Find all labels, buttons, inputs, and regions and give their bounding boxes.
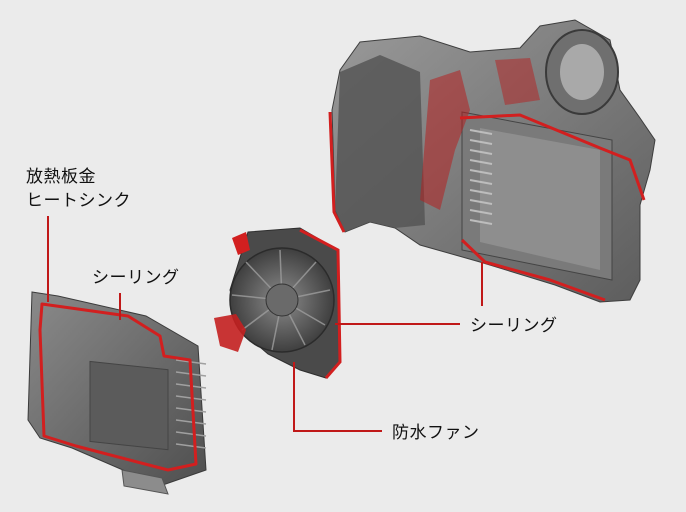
heatsink-label-line1: 放熱板金: [26, 167, 96, 187]
waterproof-fan: [214, 227, 342, 379]
sealing-label-right: シーリング: [470, 316, 558, 336]
heatsink-label: 放熱板金 ヒートシンク: [26, 165, 131, 213]
fan-label: 防水ファン: [392, 423, 480, 443]
heatsink-label-line2: ヒートシンク: [26, 191, 131, 211]
camera-body: [328, 19, 656, 303]
heatsink-plate: [27, 291, 207, 495]
heatsink-seal-outline: [38, 302, 198, 472]
leader-lines: [47, 216, 483, 432]
body-seal-outline: [328, 111, 646, 302]
leader-line-fan: [293, 362, 382, 432]
sealing-label-left: シーリング: [92, 268, 180, 288]
fan-seal-outline: [299, 228, 342, 379]
